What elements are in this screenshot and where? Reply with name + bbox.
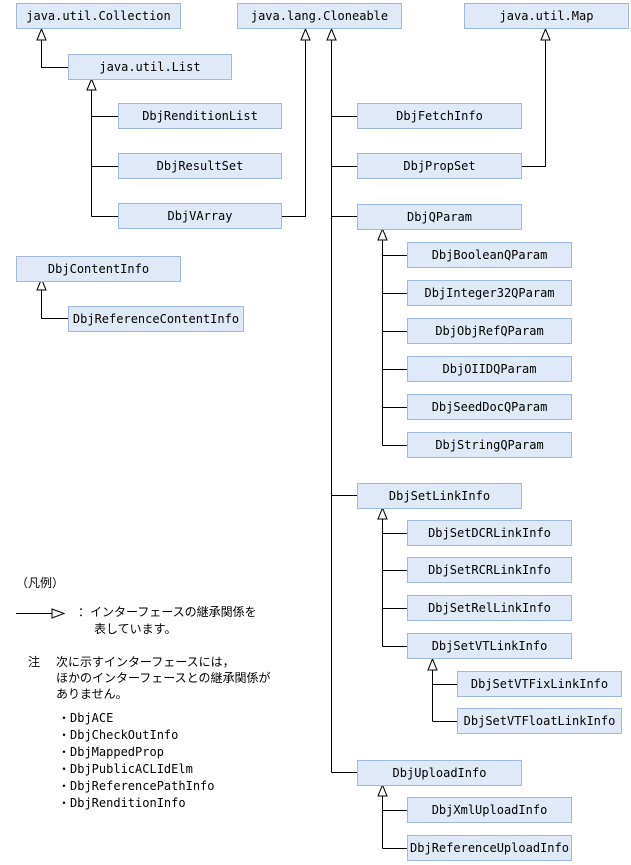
edge-list-collection (41, 40, 68, 68)
node-dbj-prop-set: DbjPropSet (357, 153, 522, 179)
note-item-dbj-rendition-info: ・DbjRenditionInfo (58, 796, 186, 810)
legend-arrow-desc-line1: ：インターフェースの継承関係を (78, 605, 257, 619)
note-item-dbj-ace: ・DbjACE (58, 711, 114, 725)
node-java-util-map: java.util.Map (464, 3, 629, 29)
note-line3: ありません。 (56, 687, 128, 701)
node-dbj-setrel-link-info: DbjSetRelLinkInfo (407, 595, 572, 621)
edge-refcontent-content (41, 290, 68, 319)
edge-list-children (91, 90, 118, 217)
node-dbj-oiid-qparam: DbjOIIDQParam (407, 356, 572, 382)
node-java-util-list: java.util.List (68, 54, 232, 80)
node-dbj-qparam: DbjQParam (357, 204, 522, 230)
node-dbj-content-info: DbjContentInfo (16, 256, 181, 282)
note-item-dbj-public-acl-id-elm: ・DbjPublicACLIdElm (58, 762, 193, 776)
node-java-lang-cloneable: java.lang.Cloneable (237, 3, 402, 29)
node-dbj-string-qparam: DbjStringQParam (407, 432, 572, 458)
node-dbj-setrcr-link-info: DbjSetRCRLinkInfo (407, 557, 572, 583)
arrowhead-contentinfo-icon (36, 277, 47, 291)
node-dbj-setvt-link-info: DbjSetVTLinkInfo (407, 633, 572, 659)
edge-upload-children (382, 796, 407, 849)
node-dbj-reference-upload-info: DbjReferenceUploadInfo (407, 835, 572, 861)
legend-arrowhead-icon (51, 608, 66, 619)
edge-setvt-children (432, 670, 457, 722)
node-dbj-xml-upload-info: DbjXmlUploadInfo (407, 797, 572, 823)
node-dbj-setvtfloat-link-info: DbjSetVTFloatLinkInfo (457, 708, 622, 734)
edge-varray-cloneable (282, 40, 306, 217)
arrowhead-collection-icon (36, 27, 47, 41)
node-java-util-collection: java.util.Collection (16, 3, 181, 29)
node-dbj-fetch-info: DbjFetchInfo (357, 103, 522, 129)
note-label: 注 (28, 655, 41, 669)
node-dbj-upload-info: DbjUploadInfo (357, 760, 522, 786)
node-dbj-setdcr-link-info: DbjSetDCRLinkInfo (407, 520, 572, 546)
arrowhead-qparam-icon (377, 227, 388, 241)
node-dbj-objref-qparam: DbjObjRefQParam (407, 318, 572, 344)
note-item-dbj-checkout-info: ・DbjCheckOutInfo (58, 728, 179, 742)
note-item-dbj-reference-path-info: ・DbjReferencePathInfo (58, 779, 215, 793)
arrowhead-setlink-icon (377, 506, 388, 520)
arrowhead-cloneable-left-icon (300, 27, 311, 41)
node-dbj-boolean-qparam: DbjBooleanQParam (407, 242, 572, 268)
node-dbj-seeddoc-qparam: DbjSeedDocQParam (407, 394, 572, 420)
legend-title: （凡例） (16, 576, 65, 590)
node-dbj-integer32-qparam: DbjInteger32QParam (407, 280, 572, 306)
legend-arrow-desc-line2: 表しています。 (94, 622, 177, 636)
arrowhead-cloneable-trunk-icon (326, 27, 337, 41)
edge-qparam-children (382, 240, 407, 446)
node-dbj-result-set: DbjResultSet (118, 153, 282, 179)
arrowhead-upload-icon (377, 783, 388, 797)
note-line1: 次に示すインターフェースには， (56, 655, 235, 669)
edge-cloneable-trunk (331, 40, 357, 773)
node-dbj-reference-content-info: DbjReferenceContentInfo (68, 306, 244, 332)
edge-propset-map (522, 40, 546, 167)
arrowhead-setvt-icon (427, 657, 438, 671)
node-dbj-varray: DbjVArray (118, 203, 282, 229)
arrowhead-list-icon (86, 77, 97, 91)
note-item-dbj-mapped-prop: ・DbjMappedProp (58, 745, 164, 759)
node-dbj-rendition-list: DbjRenditionList (118, 103, 282, 129)
edge-setlink-children (382, 519, 407, 647)
node-dbj-setvtfix-link-info: DbjSetVTFixLinkInfo (457, 671, 622, 697)
note-line2: ほかのインターフェースとの継承関係が (56, 671, 271, 685)
node-dbj-setlink-info: DbjSetLinkInfo (357, 483, 522, 509)
arrowhead-map-icon (540, 27, 551, 41)
